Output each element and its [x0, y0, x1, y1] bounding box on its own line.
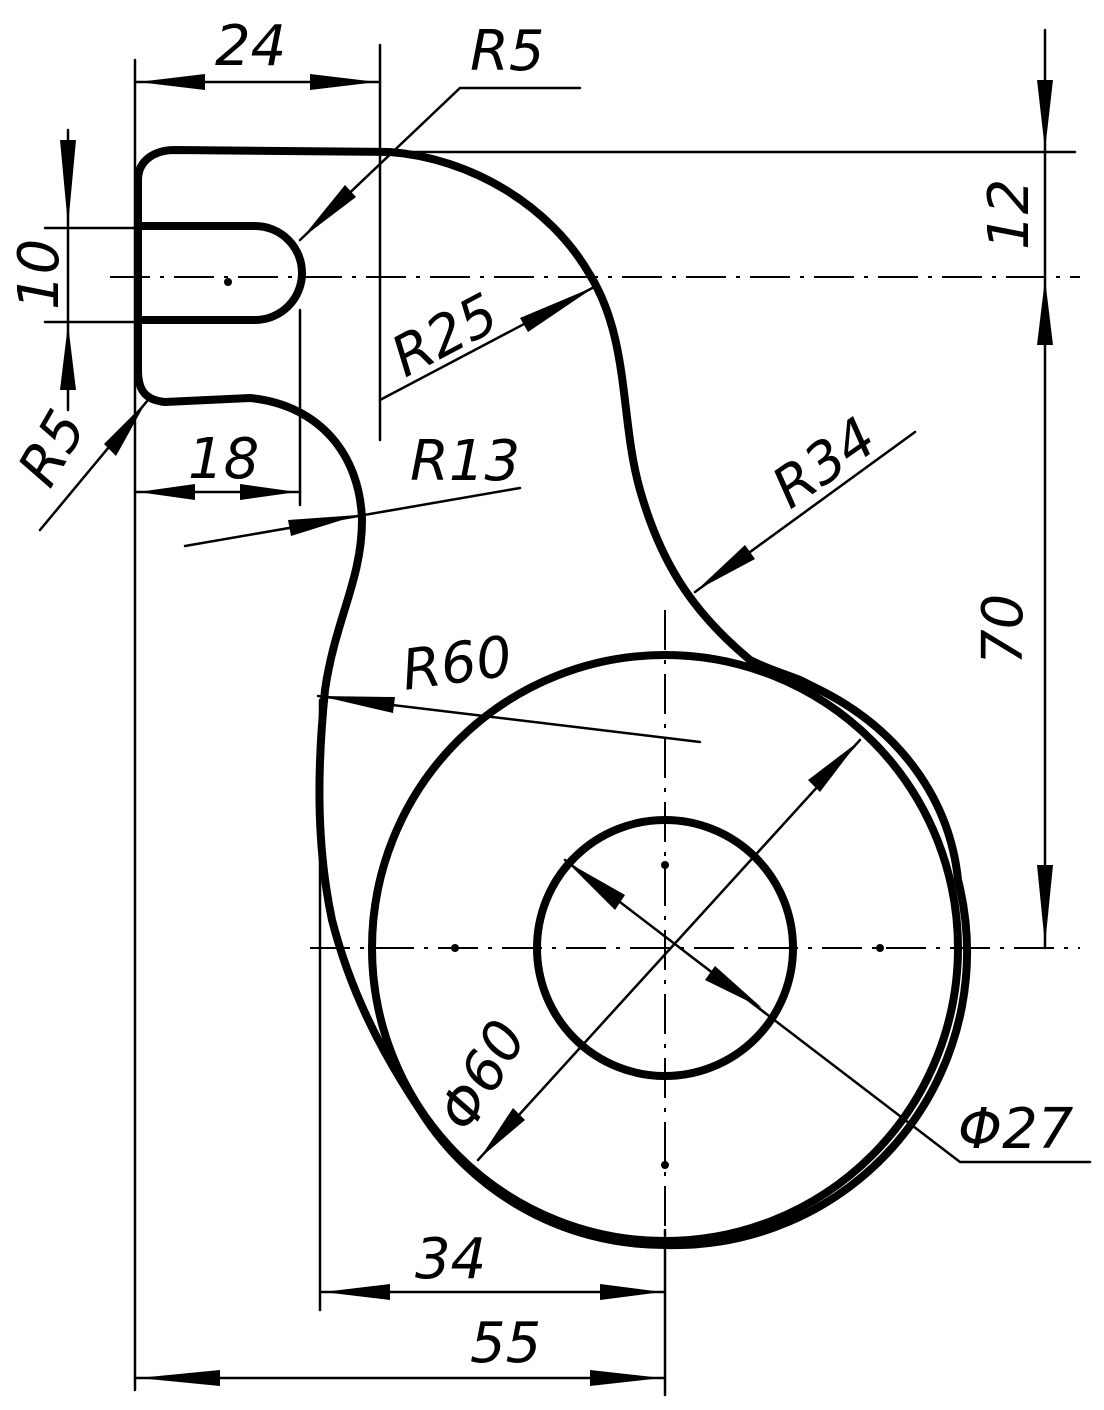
arrow: [60, 324, 76, 390]
arrow: [138, 1370, 220, 1386]
r5-top-leader: [298, 86, 582, 242]
arrow: [1037, 865, 1053, 945]
dim-r34-text: R34: [761, 405, 889, 521]
arrow: [323, 1284, 390, 1300]
arrow: [590, 1370, 662, 1386]
dim-12-text: 12: [977, 179, 1042, 250]
center-mark-bottom: [661, 1161, 669, 1169]
arrow: [138, 484, 195, 500]
arrow: [302, 185, 356, 238]
dim-70-text: 70: [971, 594, 1036, 665]
arrow: [138, 74, 205, 90]
center-mark-right: [876, 944, 884, 952]
dimension-texts: 24 R5 12 10 R5 18 R13 R25 R34 R60 70 Φ60…: [6, 14, 1074, 1376]
arrow: [1037, 279, 1053, 345]
arrow: [310, 74, 377, 90]
arrow: [600, 1284, 662, 1300]
dim-34-text: 34: [415, 1227, 486, 1292]
dim-r60-text: R60: [398, 624, 516, 704]
part-outline: [134, 146, 971, 1250]
arrow: [697, 545, 755, 590]
arrow: [288, 515, 358, 536]
center-lines: [110, 276, 1080, 1260]
arrow: [705, 966, 762, 1008]
outer-contour: [134, 146, 971, 1250]
arrow: [60, 140, 76, 226]
arrow: [320, 696, 395, 713]
arrow: [520, 286, 596, 332]
center-mark-left: [451, 944, 459, 952]
dim-phi60-text: Φ60: [426, 1010, 540, 1142]
dim-phi27-text: Φ27: [958, 1097, 1074, 1162]
slot: [134, 222, 306, 324]
dim-r13-text: R13: [410, 429, 520, 494]
dim-24-text: 24: [215, 14, 286, 79]
phi27-leader: [563, 858, 1092, 1164]
arrow: [808, 742, 858, 792]
arrow: [104, 402, 146, 456]
arrow: [567, 862, 625, 910]
dim-55-text: 55: [470, 1311, 541, 1376]
dim-r25-text: R25: [381, 281, 509, 390]
inner-circle-phi27: [533, 816, 797, 1080]
arrow: [1037, 80, 1053, 150]
center-mark-top: [661, 861, 669, 869]
phi60-line: [476, 738, 862, 1162]
arrow: [240, 484, 297, 500]
r13-leader: [183, 486, 522, 548]
dim-r5-left-text: R5: [6, 400, 100, 497]
arrow: [480, 1108, 525, 1158]
dim-r5-top-text: R5: [470, 19, 545, 84]
dim-10-text: 10: [7, 239, 72, 310]
dim-18-text: 18: [188, 427, 259, 492]
outer-circle-phi60: [368, 651, 962, 1245]
arrowheads: [60, 74, 1053, 1386]
slot-center-mark: [224, 278, 232, 286]
